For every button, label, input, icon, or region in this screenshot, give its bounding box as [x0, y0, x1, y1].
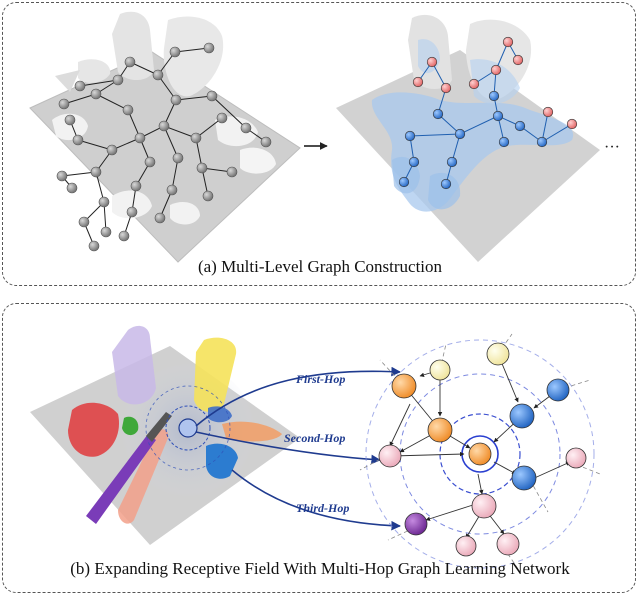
continuation-dots: ··· — [604, 139, 620, 156]
multi-hop-graph — [359, 333, 601, 573]
graph-level-1-nodes — [56, 42, 272, 252]
hop-arrows — [195, 366, 401, 531]
third-hop-arrow — [231, 469, 401, 531]
point-cloud-scene-colored — [30, 325, 300, 545]
caption-panel-b: (b) Expanding Receptive Field With Multi… — [70, 559, 570, 578]
second-hop-label: Second-Hop — [284, 431, 345, 445]
graph-level-2-nodes — [398, 36, 578, 190]
panel-multi-hop-learning — [2, 303, 636, 593]
second-hop-arrow — [195, 431, 381, 465]
point-cloud-scene-right — [336, 14, 600, 262]
third-hop-label: Third-Hop — [296, 501, 349, 515]
panel-multi-level-graph — [2, 2, 636, 286]
first-hop-arrow — [195, 366, 401, 427]
first-hop-label: First-Hop — [295, 372, 345, 386]
caption-panel-a: (a) Multi-Level Graph Construction — [197, 257, 443, 276]
